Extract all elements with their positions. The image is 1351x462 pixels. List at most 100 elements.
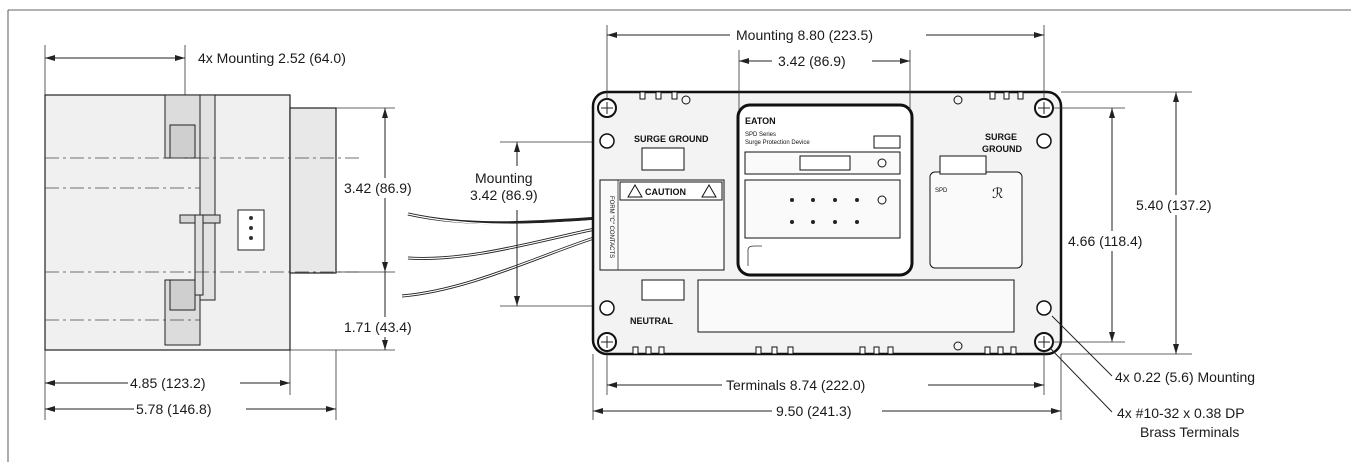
warning-icon [701, 184, 717, 198]
arrowhead [607, 32, 617, 38]
surge-ground-right-bottom: GROUND [982, 144, 1022, 154]
corner-holes [597, 95, 1054, 352]
top-terminal-pins [639, 91, 1024, 100]
hole-callout-label: 4x 0.22 (5.6) Mounting [1115, 369, 1255, 385]
arrowhead [1173, 344, 1179, 354]
label-bg [1135, 195, 1239, 215]
bottom-terminal-pins [632, 346, 1017, 355]
label-bg [1066, 231, 1170, 251]
arrowhead [1173, 92, 1179, 102]
terminal-callout-line2: Brass Terminals [1140, 424, 1239, 440]
brand-label: EATON [745, 116, 776, 126]
arrowhead [382, 108, 388, 118]
wire-1-core [407, 213, 601, 225]
wire-2 [407, 226, 601, 260]
side-height-lower-label: 1.71 (43.4) [344, 319, 412, 335]
screw-icon [681, 95, 691, 105]
wire-1 [407, 212, 601, 225]
arrowhead [514, 296, 520, 306]
status-window [873, 135, 901, 149]
terminal-callout-line1: 4x #10-32 x 0.38 DP [1117, 405, 1245, 421]
arrowhead [175, 55, 185, 61]
arrowhead [1109, 108, 1115, 118]
arrowhead [593, 408, 603, 414]
front-mounting-width-label: Mounting 8.80 (223.5) [736, 27, 873, 43]
terminal-block-cover [697, 279, 1015, 333]
label-bg [190, 48, 400, 68]
ground-sticker [641, 147, 685, 171]
screw-icon [953, 95, 963, 105]
wire-bundle: Mounting 3.42 (86.9) [401, 141, 610, 307]
side-post [194, 214, 204, 296]
arrowhead [1034, 32, 1044, 38]
reset-button-icon [877, 158, 887, 168]
led-panel [744, 179, 901, 239]
label-bg [340, 317, 430, 337]
wire-2-core [407, 227, 601, 260]
connector-pin-3 [249, 236, 253, 240]
label-bg [730, 25, 926, 45]
label-bg [134, 400, 246, 418]
surge-ground-right-top: SURGE [985, 132, 1017, 142]
arrowhead [1051, 408, 1061, 414]
terminal-tl [599, 133, 615, 149]
arrowhead [280, 380, 290, 386]
arrowhead [382, 262, 388, 272]
label-bg [772, 402, 882, 422]
side-rear-block [289, 107, 337, 274]
ul-mark-icon: ℛ [992, 186, 1003, 202]
torque-sticker [641, 279, 685, 301]
front-window-width-label: 3.42 (86.9) [778, 53, 846, 69]
arrowhead [45, 380, 55, 386]
arrowhead [1034, 382, 1044, 388]
surge-ground-left-label: SURGE GROUND [634, 134, 709, 144]
wire-3 [401, 234, 601, 298]
arrowhead [326, 406, 336, 412]
label-bg [772, 52, 872, 72]
arrowhead [45, 406, 55, 412]
label-bg [470, 166, 562, 210]
arrowhead [45, 55, 55, 61]
screw-icon [953, 341, 963, 351]
label-bg [128, 374, 240, 392]
plate-tab [939, 155, 987, 175]
side-mounting-width-label: 4x Mounting 2.52 (64.0) [198, 50, 346, 66]
side-depth-body-label: 4.85 (123.2) [130, 375, 206, 391]
form-c-label: FORM "C" CONTACTS [608, 196, 614, 258]
side-top-foot [169, 124, 196, 159]
label-bg [340, 178, 430, 198]
arrowhead [382, 340, 388, 350]
module-corner-detail [747, 245, 762, 266]
terminal-leader [1049, 347, 1113, 413]
front-view: SURGE GROUND SURGE GROUND FORM "C" CONTA… [591, 25, 1255, 440]
caution-label: CAUTION [645, 187, 686, 197]
device-label: Surge Protection Device [745, 140, 810, 146]
plate-code: SPD [935, 188, 948, 194]
front-overall-height-label: 5.40 (137.2) [1136, 197, 1212, 213]
label-bg [722, 375, 928, 395]
hole-leader [1051, 315, 1113, 377]
terminal-br [1036, 300, 1052, 316]
side-height-center-label: 3.42 (86.9) [344, 180, 412, 196]
rating-plate [929, 171, 1023, 269]
front-overall-width-label: 9.50 (241.3) [776, 403, 852, 419]
counter-window [799, 155, 851, 171]
wire-mounting-label: Mounting [475, 170, 533, 186]
series-label: SPD Series [745, 132, 776, 138]
side-view: 4x Mounting 2.52 (64.0) 3.42 (86.9) 1.71… [44, 45, 430, 420]
connector-pin-2 [249, 226, 253, 230]
side-bottom-foot [169, 279, 196, 311]
terminal-tr [1036, 133, 1052, 149]
arrowhead [1109, 332, 1115, 342]
terminal-bl [599, 300, 615, 316]
wire-mounting-value: 3.42 (86.9) [470, 187, 538, 203]
arrowhead [739, 58, 749, 64]
arrowhead [607, 382, 617, 388]
warning-icon [627, 184, 643, 198]
caution-header [619, 181, 723, 201]
side-depth-overall-label: 5.78 (146.8) [136, 401, 212, 417]
led-indicators [790, 195, 887, 224]
wire-3-core [401, 235, 601, 297]
